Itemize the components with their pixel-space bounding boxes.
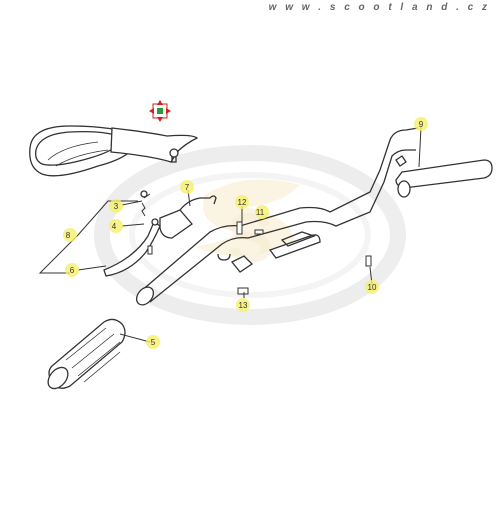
callout-13-label: 13	[239, 301, 248, 310]
callout-8-label: 8	[66, 231, 71, 240]
callout-9: 9	[414, 117, 428, 131]
left-grip-part	[47, 318, 126, 390]
mirror-part	[29, 125, 199, 177]
callout-8: 8	[63, 228, 77, 242]
watermark-url: w w w . s c o o t l a n d . c z	[268, 2, 490, 13]
callout-4: 4	[109, 219, 123, 233]
callout-6: 6	[65, 263, 79, 277]
fastener-parts	[147, 221, 372, 295]
callout-10-label: 10	[368, 283, 377, 292]
callout-13: 13	[236, 298, 250, 312]
callout-10: 10	[365, 280, 379, 294]
crosshair-marker-icon	[149, 100, 171, 122]
callout-11: 11	[255, 205, 269, 219]
callout-7: 7	[180, 180, 194, 194]
callout-3-label: 3	[114, 202, 119, 211]
brake-lever-part	[103, 190, 161, 277]
callout-12: 12	[235, 195, 249, 209]
callout-3: 3	[109, 199, 123, 213]
handlebar-part	[135, 127, 493, 306]
callout-5: 5	[146, 335, 160, 349]
callout-7-label: 7	[185, 183, 190, 192]
callout-6-label: 6	[70, 266, 75, 275]
callout-12-label: 12	[238, 198, 247, 207]
callout-9-label: 9	[419, 120, 424, 129]
callout-labels: 9 7 3 12 11 8	[63, 117, 428, 349]
callout-4-label: 4	[112, 222, 117, 231]
callout-11-label: 11	[256, 208, 265, 217]
callout-5-label: 5	[151, 338, 156, 347]
